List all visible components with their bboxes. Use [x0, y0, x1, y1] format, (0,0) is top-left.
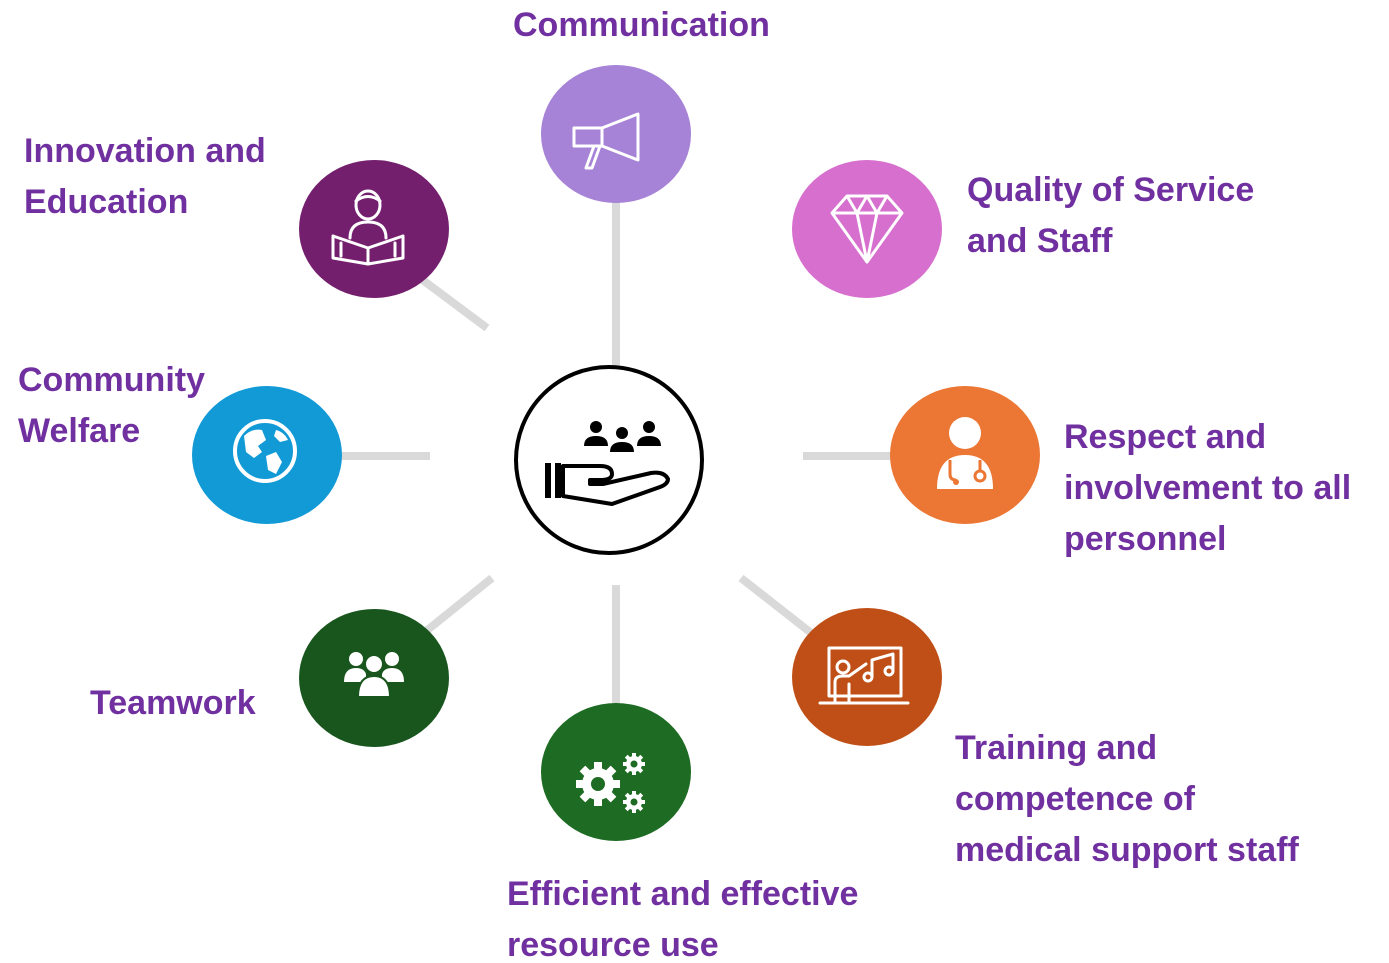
label-efficient-line: Efficient and effective	[507, 875, 859, 913]
label-innovation-line: Education	[24, 183, 189, 221]
connector-teamwork	[417, 574, 495, 640]
node-teamwork	[299, 609, 449, 747]
label-training-line: competence of	[955, 780, 1195, 818]
label-community-line: Welfare	[18, 412, 141, 450]
label-community-line: Community	[18, 361, 205, 399]
label-quality-line: and Staff	[967, 222, 1113, 260]
label-training-line: medical support staff	[955, 831, 1299, 869]
node-quality	[792, 160, 942, 298]
node-training-circle	[792, 608, 942, 746]
node-communication	[541, 65, 691, 203]
label-training-line: Training and	[955, 729, 1158, 767]
team-icon	[344, 652, 404, 698]
gears-icon	[576, 753, 645, 813]
presentation-icon	[818, 646, 910, 705]
node-community	[192, 386, 342, 524]
label-respect-line: involvement to all	[1064, 469, 1352, 507]
hub	[514, 365, 704, 555]
hub-circle	[514, 365, 704, 555]
label-respect-line: Respect and	[1064, 418, 1267, 456]
node-efficient-circle	[541, 703, 691, 841]
doctor-icon	[937, 417, 993, 489]
label-quality-line: Quality of Service	[967, 171, 1255, 209]
node-training	[792, 608, 942, 746]
label-innovation-line: Innovation and	[24, 132, 266, 170]
label-teamwork: Teamwork	[90, 678, 256, 729]
globe-icon	[233, 419, 297, 483]
label-communication: Communication	[513, 0, 770, 51]
label-communication-line: Communication	[513, 6, 770, 44]
node-community-circle	[192, 386, 342, 524]
diamond-icon	[830, 194, 904, 264]
label-teamwork-line: Teamwork	[90, 684, 256, 722]
node-communication-circle	[541, 65, 691, 203]
label-respect: Respect and involvement to all personnel	[1064, 412, 1351, 565]
connector-training	[738, 574, 818, 640]
label-quality: Quality of Service and Staff	[967, 165, 1254, 267]
node-innovation	[299, 160, 449, 298]
connector-innovation	[417, 274, 490, 332]
connectors	[336, 190, 895, 720]
node-efficient	[541, 703, 691, 841]
label-community: Community Welfare	[18, 355, 205, 457]
label-respect-line: personnel	[1064, 520, 1227, 558]
reader-icon	[331, 189, 405, 266]
people-in-hand-icon	[545, 421, 670, 506]
label-efficient: Efficient and effective resource use	[507, 869, 858, 963]
node-respect	[890, 386, 1040, 524]
label-innovation: Innovation and Education	[24, 126, 266, 228]
node-quality-circle	[792, 160, 942, 298]
node-innovation-circle	[299, 160, 449, 298]
megaphone-icon	[572, 112, 640, 170]
label-training: Training and competence of medical suppo…	[955, 723, 1299, 876]
label-efficient-line: resource use	[507, 926, 719, 963]
